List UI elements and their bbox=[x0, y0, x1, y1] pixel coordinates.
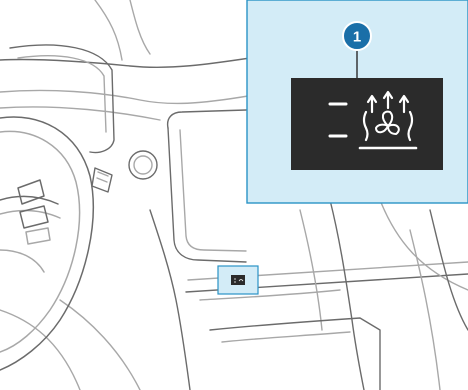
callout-number-badge: 1 bbox=[343, 22, 371, 50]
callout-number: 1 bbox=[353, 29, 361, 46]
steering-wheel bbox=[0, 117, 93, 370]
enlarged-button bbox=[291, 78, 443, 170]
highlighted-console-button bbox=[218, 266, 258, 294]
